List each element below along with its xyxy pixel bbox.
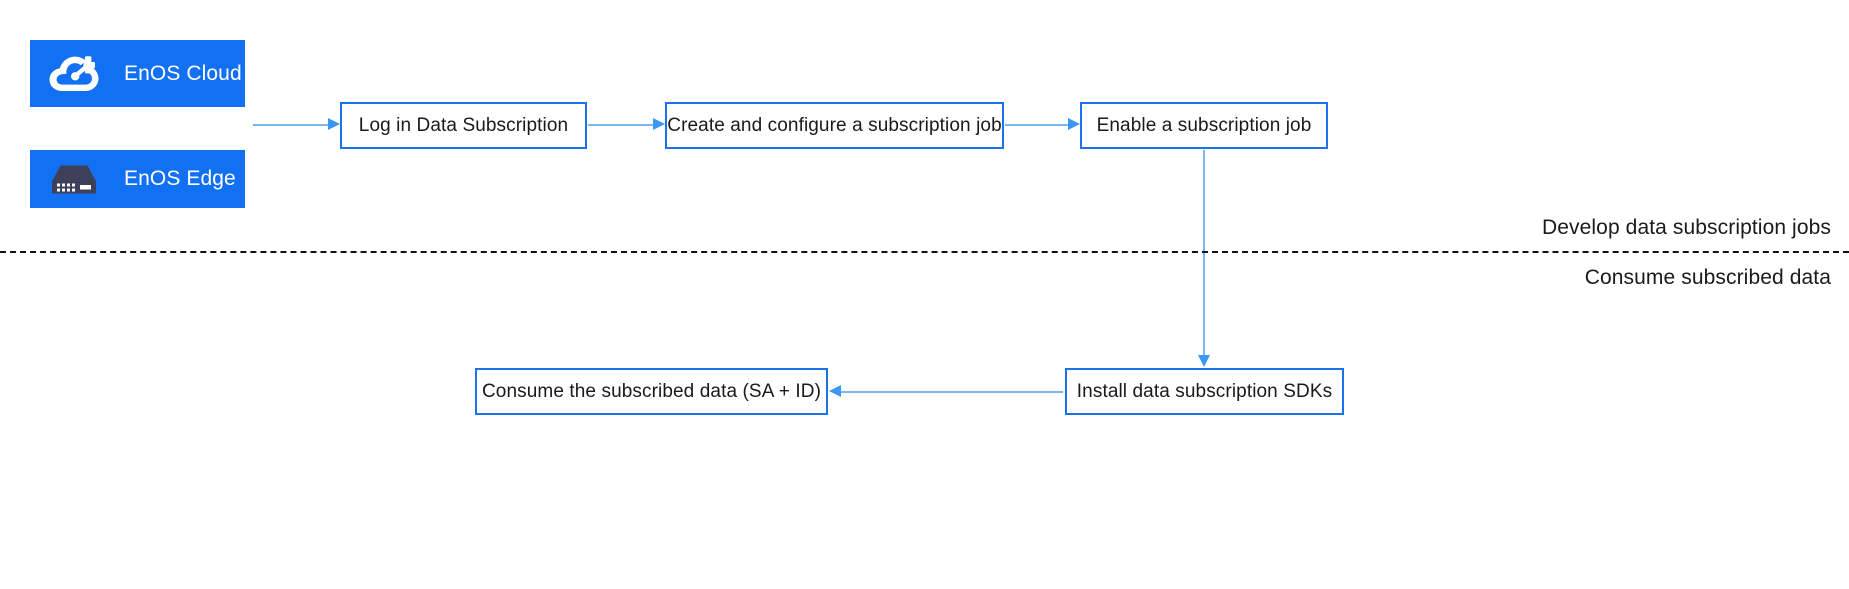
arrow-head-right-icon (1068, 118, 1080, 130)
source-tile-label: EnOS Cloud (124, 61, 242, 85)
zone-caption-develop: Develop data subscription jobs (1541, 216, 1831, 239)
edge-gateway-icon (46, 151, 102, 207)
node-create-and-configure-subscription-job[interactable]: Create and configure a subscription job (665, 102, 1004, 149)
cloud-gauge-icon (46, 46, 102, 102)
node-consume-subscribed-data[interactable]: Consume the subscribed data (SA + ID) (475, 368, 828, 415)
arrow-head-left-icon (829, 385, 841, 397)
arrow-head-down-icon (1198, 355, 1210, 367)
source-tile-label: EnOS Edge (124, 167, 236, 190)
node-log-in-data-subscription[interactable]: Log in Data Subscription (340, 102, 587, 149)
source-tile-enos-cloud: EnOS Cloud (30, 40, 245, 107)
zone-caption-consume: Consume subscribed data (1584, 266, 1831, 289)
node-label: Enable a subscription job (1096, 114, 1312, 136)
node-label: Install data subscription SDKs (1076, 380, 1333, 402)
source-tile-enos-edge: EnOS Edge (30, 150, 245, 208)
node-label: Log in Data Subscription (358, 114, 569, 136)
node-install-data-subscription-sdks[interactable]: Install data subscription SDKs (1065, 368, 1344, 415)
arrow-head-right-icon (328, 118, 340, 130)
node-label: Consume the subscribed data (SA + ID) (481, 380, 821, 402)
node-enable-subscription-job[interactable]: Enable a subscription job (1080, 102, 1328, 149)
zone-divider (0, 251, 1849, 253)
node-label: Create and configure a subscription job (667, 114, 1002, 136)
arrow-head-right-icon (653, 118, 665, 130)
